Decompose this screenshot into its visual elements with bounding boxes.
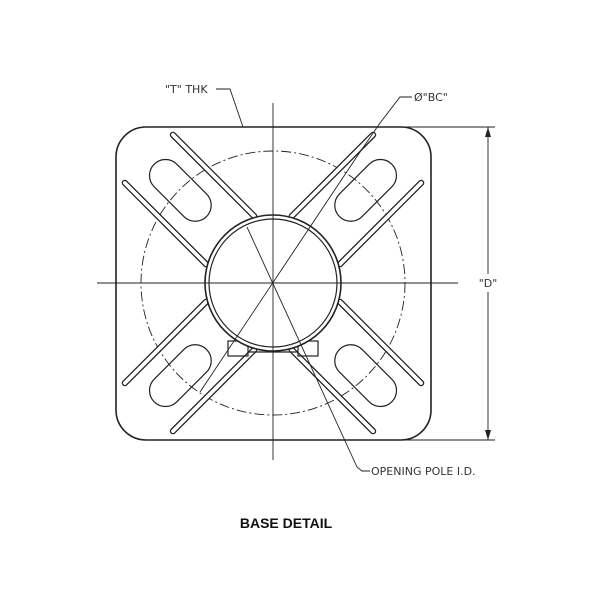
gusset-plate bbox=[336, 298, 425, 387]
drawing-title: BASE DETAIL bbox=[240, 515, 333, 531]
opening-label: OPENING POLE I.D. bbox=[371, 465, 476, 478]
base-plate bbox=[115, 126, 432, 441]
dimension-label: "D" bbox=[479, 277, 498, 290]
bolt-circle-leader bbox=[199, 96, 412, 393]
gusset-pair bbox=[121, 298, 258, 435]
opening-leader bbox=[246, 226, 370, 472]
gusset-plate bbox=[288, 346, 377, 435]
bolt-slot bbox=[334, 158, 398, 222]
bolt-circle-label: Ø"BC" bbox=[414, 91, 448, 104]
bolt-slot bbox=[334, 344, 398, 408]
gusset-plate bbox=[336, 179, 425, 268]
gusset-plate bbox=[288, 131, 377, 220]
gusset-plate bbox=[169, 131, 258, 220]
gusset-plate bbox=[121, 298, 210, 387]
gusset-plate bbox=[169, 346, 258, 435]
thickness-leader bbox=[216, 88, 244, 128]
gusset-group bbox=[121, 131, 425, 435]
bolt-slot bbox=[148, 344, 212, 408]
thickness-label: "T" THK bbox=[165, 83, 208, 96]
gusset-plate bbox=[121, 179, 210, 268]
d-dimension bbox=[405, 126, 500, 441]
